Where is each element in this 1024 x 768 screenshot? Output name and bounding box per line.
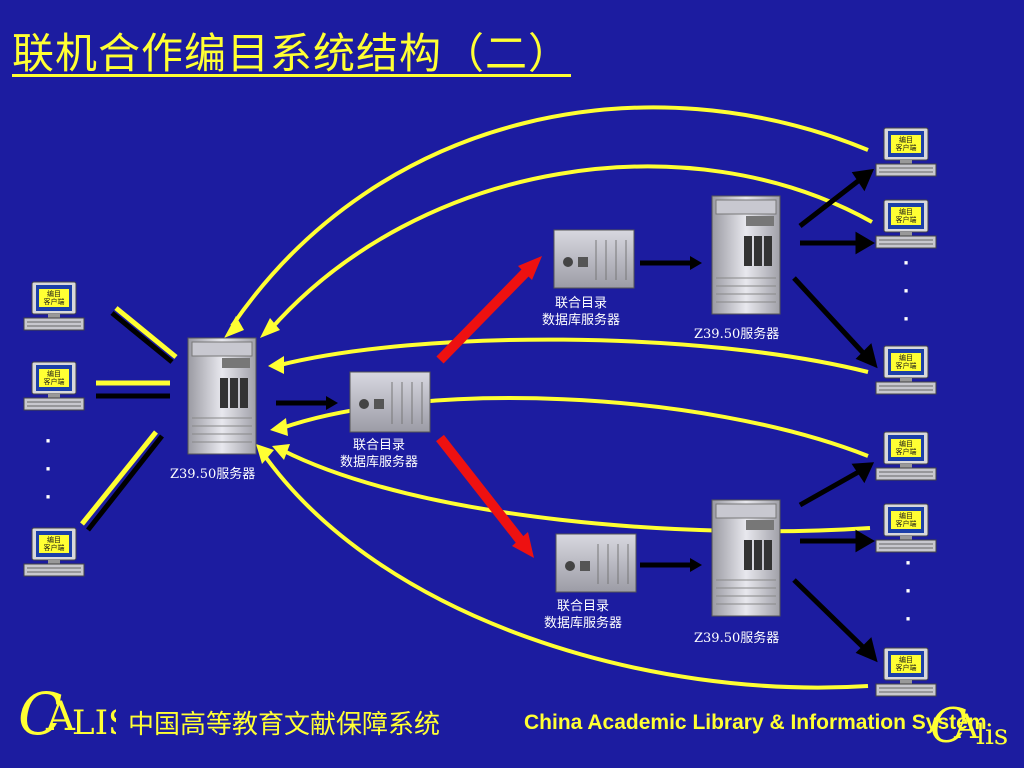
svg-text:A: A xyxy=(45,694,76,740)
client-label-line2: 客户端 xyxy=(895,216,917,224)
z3950-label-main: Z39.50服务器 xyxy=(170,467,256,482)
svg-text:A: A xyxy=(953,707,979,747)
arc-bottom-inner xyxy=(281,448,871,534)
z3950-server-bottom xyxy=(711,499,781,617)
client-label-line1: 编目 xyxy=(899,440,913,448)
client-label: 编目客户端 xyxy=(39,535,69,553)
client-label-line2: 客户端 xyxy=(895,144,917,152)
client-label: 编目客户端 xyxy=(891,439,921,457)
client-label-line1: 编目 xyxy=(47,370,61,378)
client-label-line2: 客户端 xyxy=(895,362,917,370)
ellipsis-right-bottom: ··· xyxy=(904,553,912,630)
footer-chinese-name: 中国高等教育文献保障系统 xyxy=(128,710,441,740)
yellow-arcs xyxy=(230,105,873,690)
client-label: 编目客户端 xyxy=(891,135,921,153)
client-label-line1: 编目 xyxy=(47,290,61,298)
z3950-label-bottom: Z39.50服务器 xyxy=(694,631,780,646)
svg-text:LIS: LIS xyxy=(72,703,116,743)
client-label-line1: 编目 xyxy=(47,536,61,544)
z3950-server-top xyxy=(711,195,781,315)
arrowhead-1 xyxy=(224,316,244,338)
arrowhead-5 xyxy=(272,444,290,460)
arrowhead-4 xyxy=(270,418,288,436)
page-title: 联机合作编目系统结构（二） xyxy=(12,29,572,78)
client-label-line2: 客户端 xyxy=(43,298,65,306)
arrow-main-to-union xyxy=(276,396,338,410)
client-label: 编目客户端 xyxy=(39,289,69,307)
ellipsis-right-top: ··· xyxy=(902,253,910,330)
client-label-line1: 编目 xyxy=(899,656,913,664)
z3950-server-main xyxy=(187,337,257,455)
arc-top-outer xyxy=(230,105,869,328)
ellipsis-left: ··· xyxy=(44,431,52,508)
client-label-line2: 客户端 xyxy=(43,378,65,386)
union-db-label-line1: 联合目录 xyxy=(555,296,608,311)
union-db-label-center: 联合目录 数据库服务器 xyxy=(340,437,418,471)
union-db-label-line1: 联合目录 xyxy=(353,438,406,453)
union-db-label-line2: 数据库服务器 xyxy=(340,455,419,470)
svg-text:lis: lis xyxy=(976,718,1008,751)
arc-top-inner xyxy=(268,164,873,332)
union-db-server-center xyxy=(349,371,431,433)
arc-bottom-outer xyxy=(260,450,869,690)
footer-english-name: China Academic Library & Information Sys… xyxy=(524,711,987,734)
client-label: 编目客户端 xyxy=(891,353,921,371)
union-db-label-line2: 数据库服务器 xyxy=(544,616,623,631)
client-label-line1: 编目 xyxy=(899,512,913,520)
union-db-label-line2: 数据库服务器 xyxy=(542,313,621,328)
union-db-server-top xyxy=(553,229,635,289)
yellow-arrowheads xyxy=(224,316,290,464)
union-db-label-top: 联合目录 数据库服务器 xyxy=(542,295,620,329)
client-label-line1: 编目 xyxy=(899,208,913,216)
client-pcs: 编目客户端编目客户端编目客户端编目客户端编目客户端编目客户端编目客户端编目客户端… xyxy=(23,127,937,697)
client-label: 编目客户端 xyxy=(891,207,921,225)
client-label: 编目客户端 xyxy=(891,655,921,673)
arrow-union-to-z3950-bottom xyxy=(640,558,702,572)
client-label-line2: 客户端 xyxy=(895,448,917,456)
left-input-arrows xyxy=(80,306,178,532)
arrow-union-to-z3950-top xyxy=(640,256,702,270)
client-label: 编目客户端 xyxy=(39,369,69,387)
arrows-bottom-z3950-to-clients xyxy=(792,462,878,663)
arrows-top-z3950-to-clients xyxy=(792,168,878,369)
client-label-line2: 客户端 xyxy=(895,520,917,528)
red-arrow-down xyxy=(436,434,534,558)
client-label-line1: 编目 xyxy=(899,136,913,144)
calis-logo-right: C A lis xyxy=(930,698,1008,754)
svg-text:C: C xyxy=(930,698,967,754)
union-db-label-line1: 联合目录 xyxy=(557,599,610,614)
client-label-line2: 客户端 xyxy=(43,544,65,552)
arrowhead-6 xyxy=(256,444,274,464)
arc-middle-lower xyxy=(281,396,869,458)
client-label: 编目客户端 xyxy=(891,511,921,529)
svg-text:C: C xyxy=(18,680,62,748)
arrowhead-3 xyxy=(268,356,284,374)
union-db-label-bottom: 联合目录 数据库服务器 xyxy=(544,598,622,632)
z3950-label-top: Z39.50服务器 xyxy=(694,327,780,342)
arrowhead-2 xyxy=(260,318,280,338)
calis-logo-left: C A LIS xyxy=(18,680,116,748)
client-label-line2: 客户端 xyxy=(895,664,917,672)
union-db-server-bottom xyxy=(555,533,637,593)
red-arrow-up xyxy=(436,256,542,364)
client-label-line1: 编目 xyxy=(899,354,913,362)
arc-middle-upper xyxy=(279,337,869,374)
